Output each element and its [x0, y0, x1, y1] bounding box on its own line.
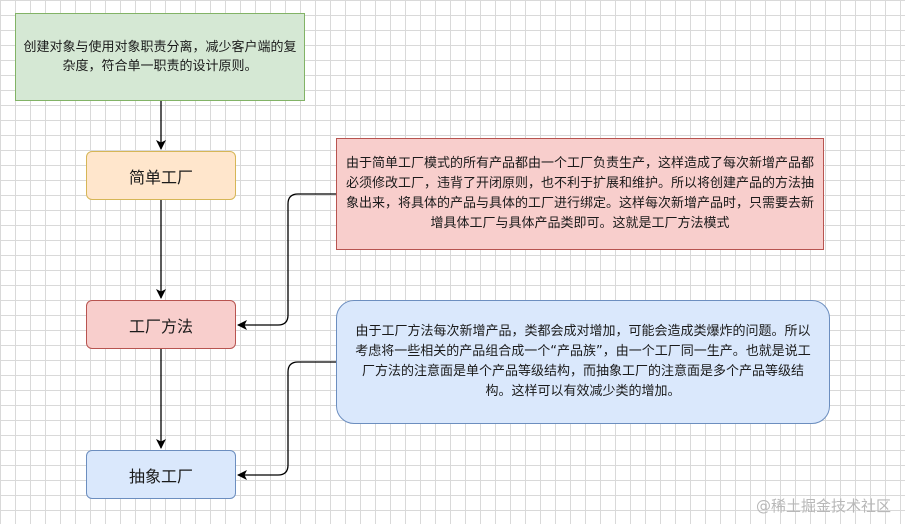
node-factory-method-label: 工厂方法: [128, 316, 193, 336]
node-abstract-factory[interactable]: 抽象工厂: [86, 450, 236, 499]
node-simple-factory-label: 简单工厂: [128, 167, 193, 187]
watermark: @稀土掘金技术社区: [755, 497, 891, 515]
top-note: 创建对象与使用对象职责分离，减少客户端的复杂度，符合单一职责的设计原则。: [15, 13, 305, 101]
arrow-red-note-to-factory-method: [237, 193, 336, 330]
abstract-factory-note-text: 由于工厂方法每次新增产品，类都会成对增加，可能会造成类爆炸的问题。所以考虑将一些…: [355, 324, 811, 399]
node-abstract-factory-label: 抽象工厂: [128, 466, 193, 486]
top-note-text: 创建对象与使用对象职责分离，减少客户端的复杂度，符合单一职责的设计原则。: [23, 40, 297, 74]
arrow-blue-note-to-abstract: [237, 361, 336, 480]
factory-method-note: 由于简单工厂模式的所有产品都由一个工厂负责生产，这样造成了每次新增产品都必须修改…: [336, 138, 824, 250]
node-simple-factory[interactable]: 简单工厂: [86, 151, 236, 200]
abstract-factory-note: 由于工厂方法每次新增产品，类都会成对增加，可能会造成类爆炸的问题。所以考虑将一些…: [336, 300, 830, 424]
node-factory-method[interactable]: 工厂方法: [86, 300, 236, 349]
factory-method-note-text: 由于简单工厂模式的所有产品都由一个工厂负责生产，这样造成了每次新增产品都必须修改…: [345, 156, 814, 231]
